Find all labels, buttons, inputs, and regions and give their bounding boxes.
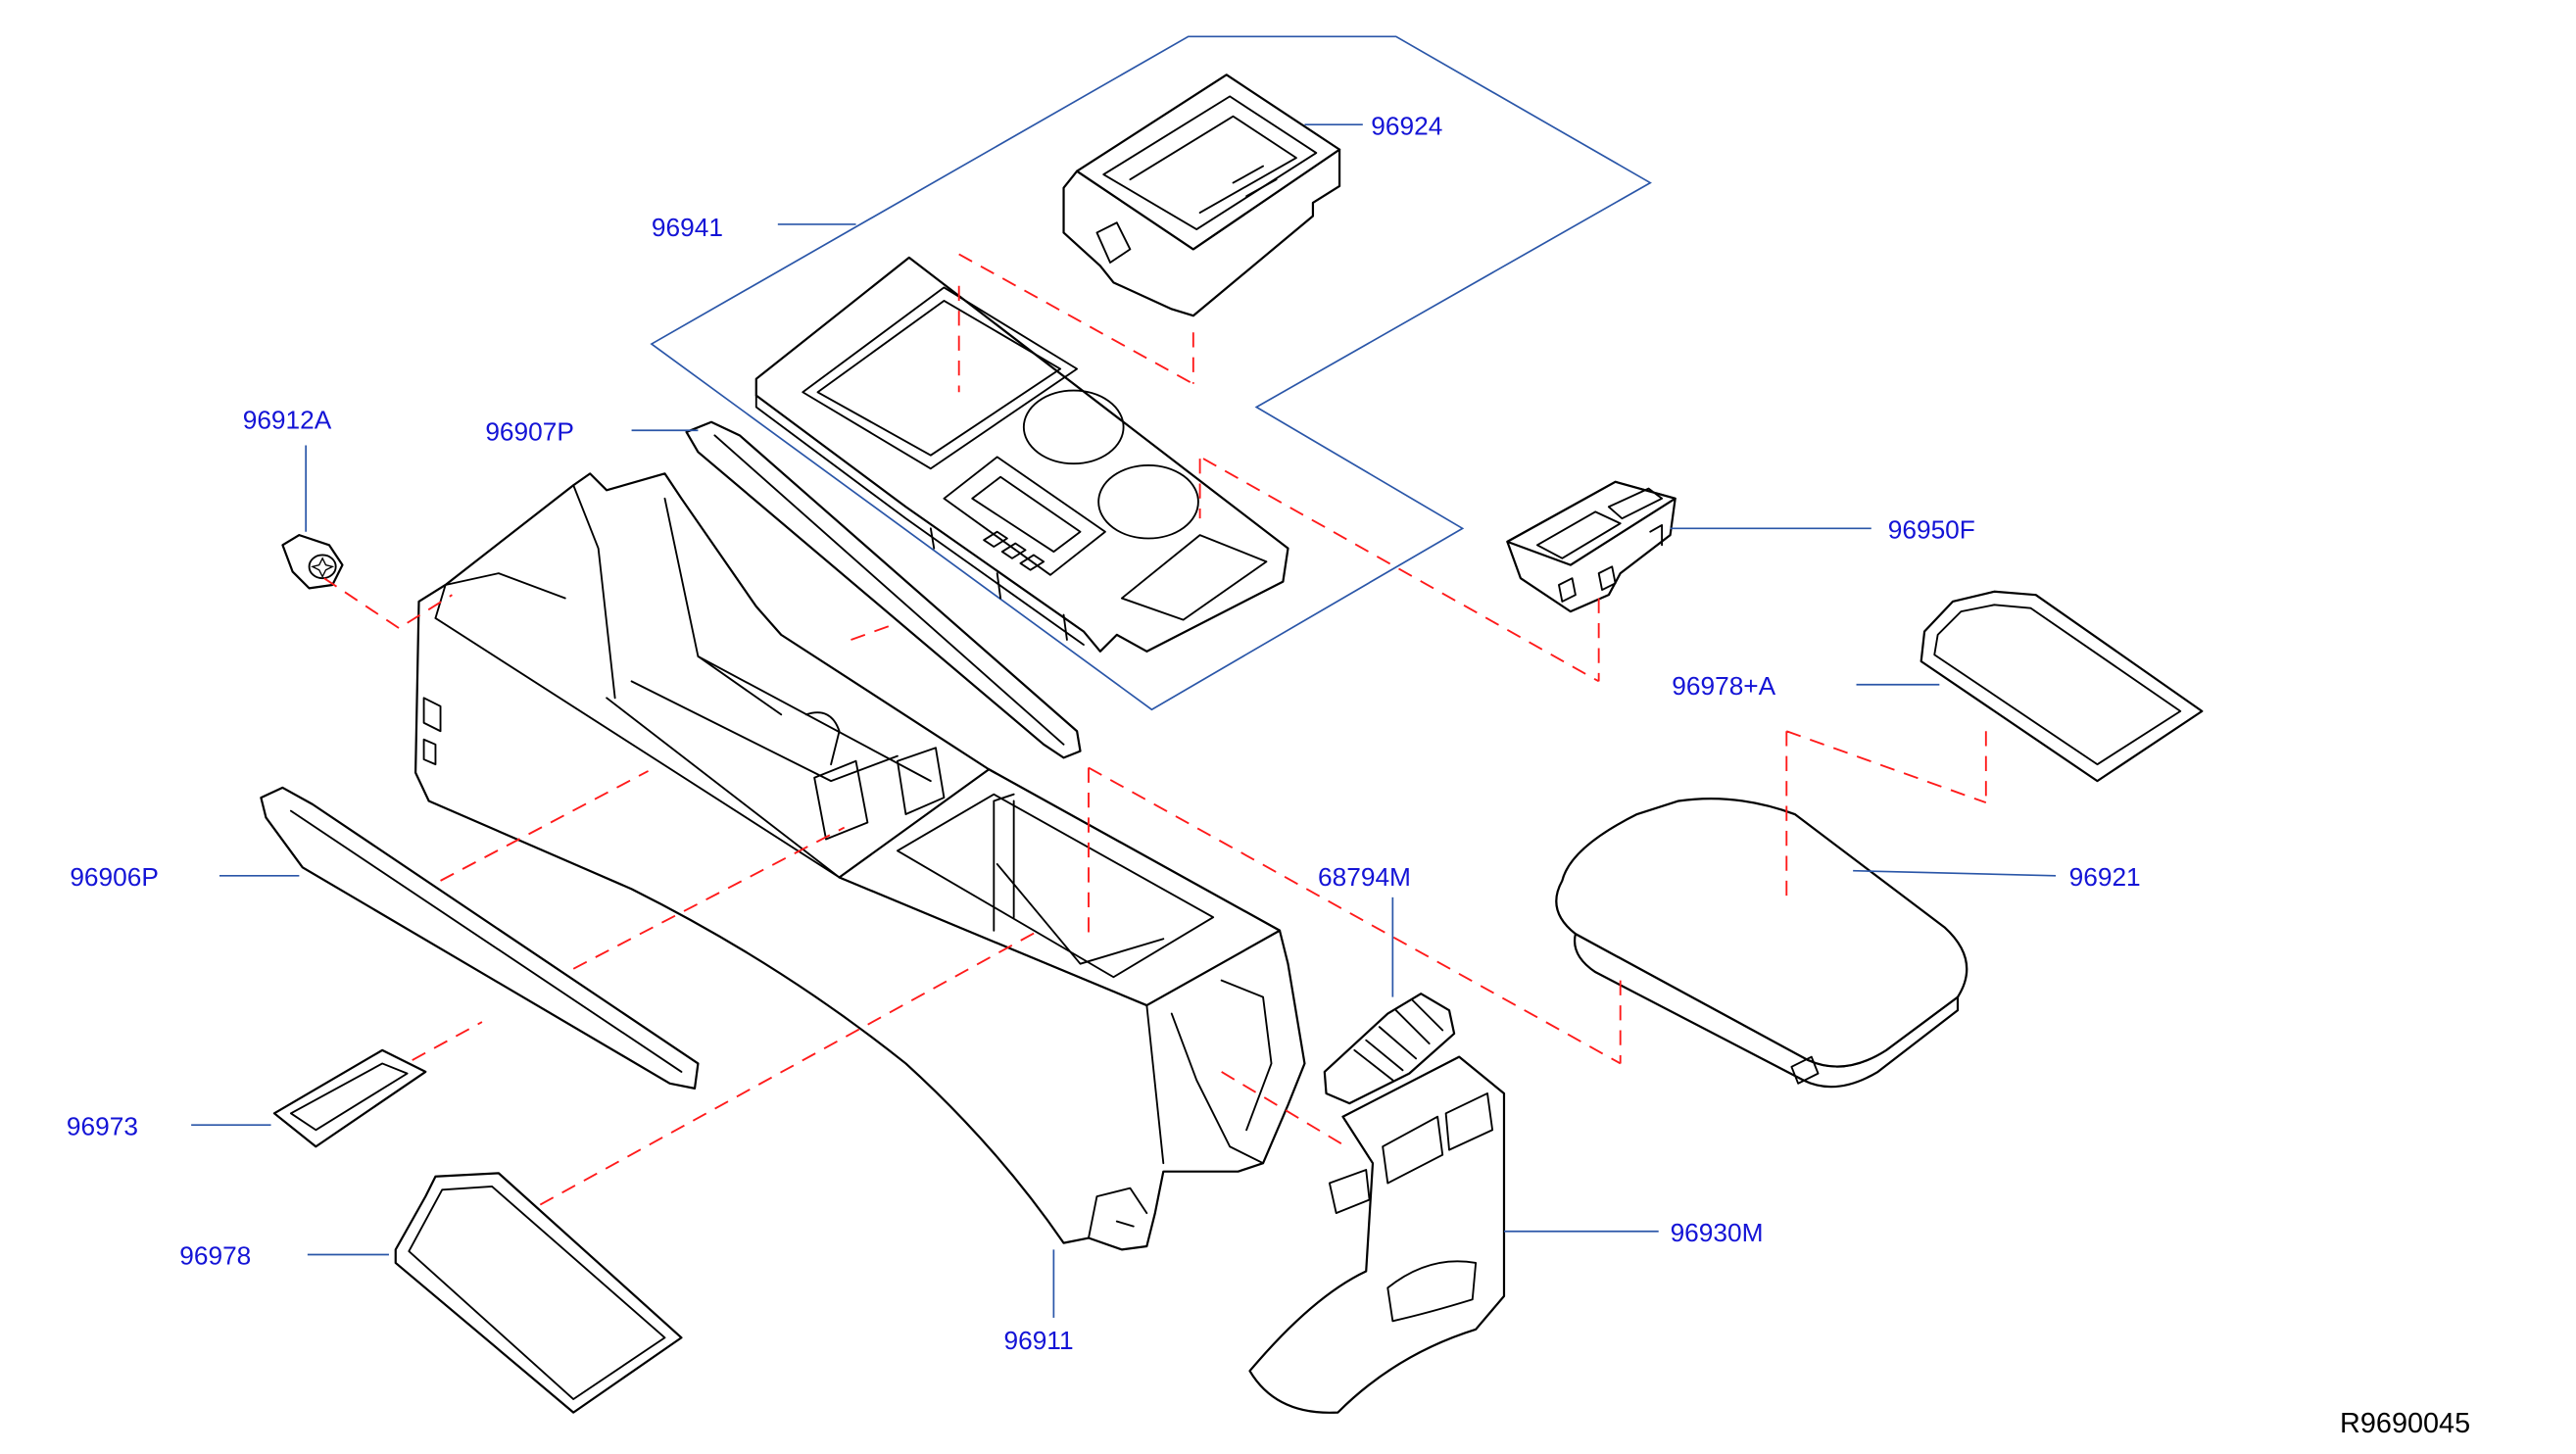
label-96907P: 96907P	[485, 416, 574, 446]
panel-tabs	[929, 527, 1068, 641]
box-inner-rim	[1102, 95, 1318, 230]
part-96906P-drawing	[260, 786, 700, 1090]
part-96924-drawing	[1062, 73, 1341, 317]
clip-head	[308, 554, 337, 580]
panel-buttons	[983, 530, 1045, 571]
small-tray-inner	[289, 1062, 409, 1132]
armrest-top	[1555, 798, 1968, 1068]
assembly-dashed-lines	[323, 253, 1987, 1206]
dashed-line-96950F	[1198, 458, 1600, 683]
dashed-line-96921	[1088, 766, 1622, 1065]
rear-vent-right	[1444, 1092, 1494, 1151]
part-96921-drawing	[1555, 798, 1968, 1089]
console-box-rim	[838, 768, 1282, 1007]
label-96941: 96941	[652, 213, 723, 242]
console-box-floor	[996, 862, 1165, 965]
tray-top	[1506, 480, 1677, 566]
part-68794M-drawing	[1323, 993, 1456, 1105]
part-labels: 96924 96941 96912A 96907P 96950F 96978+A…	[67, 111, 2141, 1355]
dashed-line-96907P	[572, 622, 899, 970]
part-96950F-drawing	[1506, 480, 1677, 613]
leader-line-96921	[1853, 869, 2057, 877]
label-96911: 96911	[1003, 1326, 1073, 1355]
armrest-hinge-tab	[1790, 1055, 1820, 1085]
console-box-opening	[897, 793, 1215, 979]
part-96978-A-drawing	[1920, 590, 2204, 783]
console-front-foot	[1088, 1187, 1148, 1239]
tray-opening-left	[1535, 510, 1622, 559]
rear-panel-tab	[1328, 1169, 1371, 1215]
label-96924: 96924	[1371, 111, 1442, 140]
console-hinge	[804, 711, 841, 766]
dashed-line-96924	[957, 253, 1194, 393]
dashed-line-96912A	[323, 577, 453, 630]
panel-top-opening	[802, 286, 1079, 470]
part-96978-drawing	[394, 1172, 683, 1414]
dashed-line-96978	[539, 929, 1040, 1206]
panel-outline	[754, 256, 1289, 653]
box-slot	[1232, 165, 1278, 198]
trim-strip-right	[685, 420, 1082, 759]
part-96930M-drawing	[1248, 1055, 1506, 1414]
cup-holder-front	[1022, 389, 1125, 465]
box-clip	[1095, 221, 1132, 264]
label-96973: 96973	[67, 1111, 138, 1140]
clip-body	[281, 534, 344, 590]
dashed-line-96973	[412, 1021, 483, 1061]
lid-mat-inner	[1933, 604, 2182, 766]
part-96941-drawing	[754, 256, 1289, 653]
kit-outline-96941	[650, 35, 1652, 711]
console-body-drawing	[413, 472, 1306, 1251]
label-68794M: 68794M	[1318, 862, 1411, 892]
trim-strip-right-inner	[713, 434, 1065, 746]
shift-panel	[943, 456, 1106, 576]
rear-panel-outline	[1248, 1055, 1506, 1414]
dashed-line-96906P	[440, 770, 649, 882]
label-96921: 96921	[2069, 862, 2141, 892]
vent-louvers	[1353, 999, 1444, 1082]
console-inner-rail	[606, 654, 932, 879]
clip-star-mark	[311, 557, 335, 579]
lid-mat-outline	[1920, 590, 2204, 783]
tray-tabs	[1558, 524, 1664, 603]
cup-holder-rear	[1097, 463, 1199, 540]
box-top-rim	[1076, 73, 1341, 251]
leader-lines	[191, 123, 2057, 1318]
label-96950F: 96950F	[1888, 515, 1975, 545]
drawing-code: R9690045	[2340, 1408, 2470, 1439]
panel-bottom-flange	[754, 394, 1085, 646]
part-96912A-drawing	[281, 534, 344, 590]
console-box-post	[993, 793, 1015, 932]
label-96930M: 96930M	[1671, 1218, 1764, 1247]
trim-strip-left-inner	[289, 809, 683, 1073]
small-tray-outline	[272, 1048, 427, 1148]
mat-inner	[408, 1186, 666, 1400]
vent-body	[1323, 993, 1456, 1105]
rear-panel-lower-opening	[1386, 1260, 1478, 1323]
label-96912A: 96912A	[243, 406, 332, 435]
console-rib-right	[897, 747, 946, 815]
label-96978: 96978	[179, 1241, 251, 1271]
console-left-slots	[422, 697, 442, 766]
part-96907P-drawing	[685, 420, 1082, 759]
panel-top-opening-inner	[816, 300, 1062, 457]
dashed-line-96978-A	[1785, 730, 1987, 906]
rear-vent-left	[1382, 1115, 1444, 1185]
mat-outline	[394, 1172, 683, 1414]
shift-panel-inner	[971, 475, 1082, 554]
panel-rear-opening	[1120, 534, 1268, 621]
label-96978-A: 96978+A	[1672, 671, 1775, 701]
console-front-bracket	[1170, 979, 1273, 1165]
console-rib-left	[813, 759, 869, 841]
part-96973-drawing	[272, 1048, 427, 1148]
tray-opening-right	[1607, 487, 1664, 520]
box-inner-floor	[1129, 115, 1297, 215]
label-96906P: 96906P	[70, 862, 159, 892]
